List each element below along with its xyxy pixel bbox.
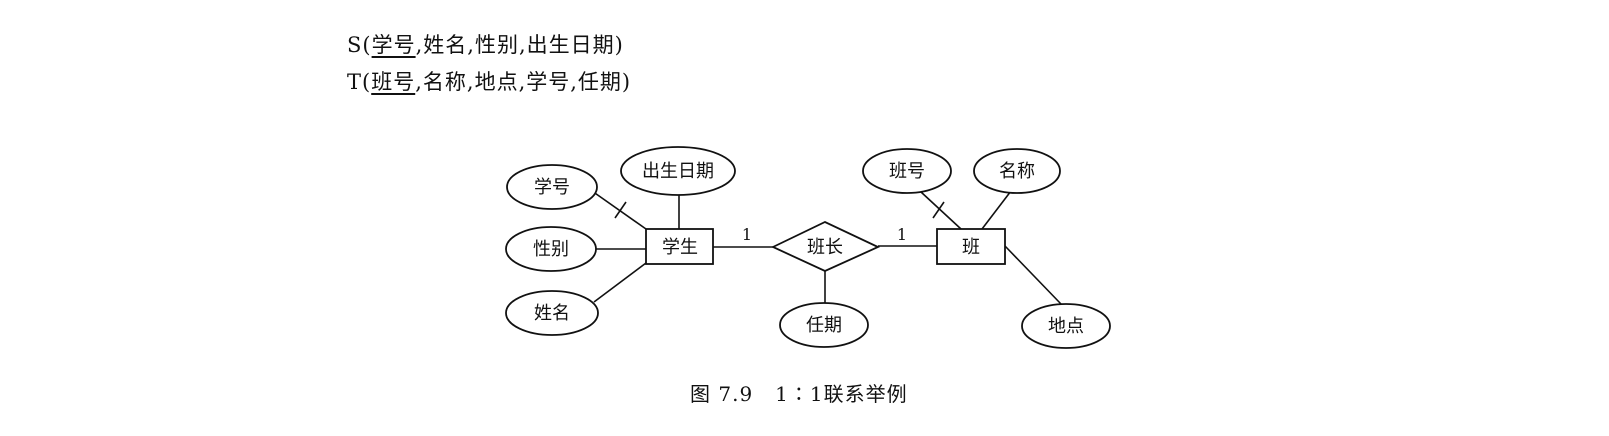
attr-class-location: [1021, 303, 1111, 349]
label-entity-class: 班: [962, 237, 980, 258]
attr-class-name: [973, 148, 1061, 194]
label-student-id: 学号: [534, 177, 570, 198]
attr-student-gender: [505, 226, 597, 272]
edge-student-name: [593, 262, 647, 303]
schema-t: T(班号,名称,地点,学号,任期): [347, 70, 631, 94]
schema-t-key: 班号: [371, 70, 416, 94]
schema-t-attrs: ,名称,地点,学号,任期: [415, 70, 622, 94]
label-class-id: 班号: [889, 161, 925, 182]
label-student-name: 姓名: [534, 303, 570, 324]
label-student-birth: 出生日期: [642, 161, 714, 182]
figure-title: 1∶1联系举例: [775, 382, 908, 406]
schema-s: S(学号,姓名,性别,出生日期): [347, 33, 624, 57]
cardinality-left: 1: [742, 225, 752, 244]
label-entity-student: 学生: [662, 237, 698, 258]
schema-t-name: T: [347, 70, 363, 94]
attr-student-birth: [620, 146, 736, 196]
entity-class: [936, 228, 1006, 265]
key-mark-class-id: [932, 201, 945, 219]
schema-s-key: 学号: [371, 33, 416, 57]
edge-student-id: [591, 190, 647, 230]
relationship-diamond: [770, 221, 881, 272]
schema-t-close: ): [621, 70, 632, 94]
edge-class-id: [920, 191, 962, 230]
label-student-gender: 性别: [533, 239, 569, 260]
label-class-location: 地点: [1048, 316, 1084, 337]
label-class-name: 名称: [999, 161, 1035, 182]
figure-caption: 图 7.9 1∶1联系举例: [690, 378, 908, 407]
schema-s-attrs: ,姓名,性别,出生日期: [415, 33, 615, 57]
schema-s-close: ): [614, 33, 624, 57]
edge-class-location: [1004, 245, 1062, 305]
attr-relationship-term: [779, 302, 869, 348]
attr-class-id: [862, 148, 952, 194]
figure-number: 图 7.9: [690, 382, 754, 406]
edge-class-name: [981, 190, 1012, 230]
label-relationship-term: 任期: [806, 315, 842, 336]
key-mark-student-id: [614, 201, 627, 219]
entity-student: [645, 228, 714, 265]
schema-s-name: S: [347, 33, 363, 57]
label-relationship: 班长: [807, 237, 843, 258]
schema-s-open: (: [362, 33, 372, 57]
attr-student-id: [506, 164, 598, 210]
schema-t-open: (: [362, 70, 372, 94]
cardinality-right: 1: [897, 225, 907, 244]
attr-student-name: [505, 290, 599, 336]
